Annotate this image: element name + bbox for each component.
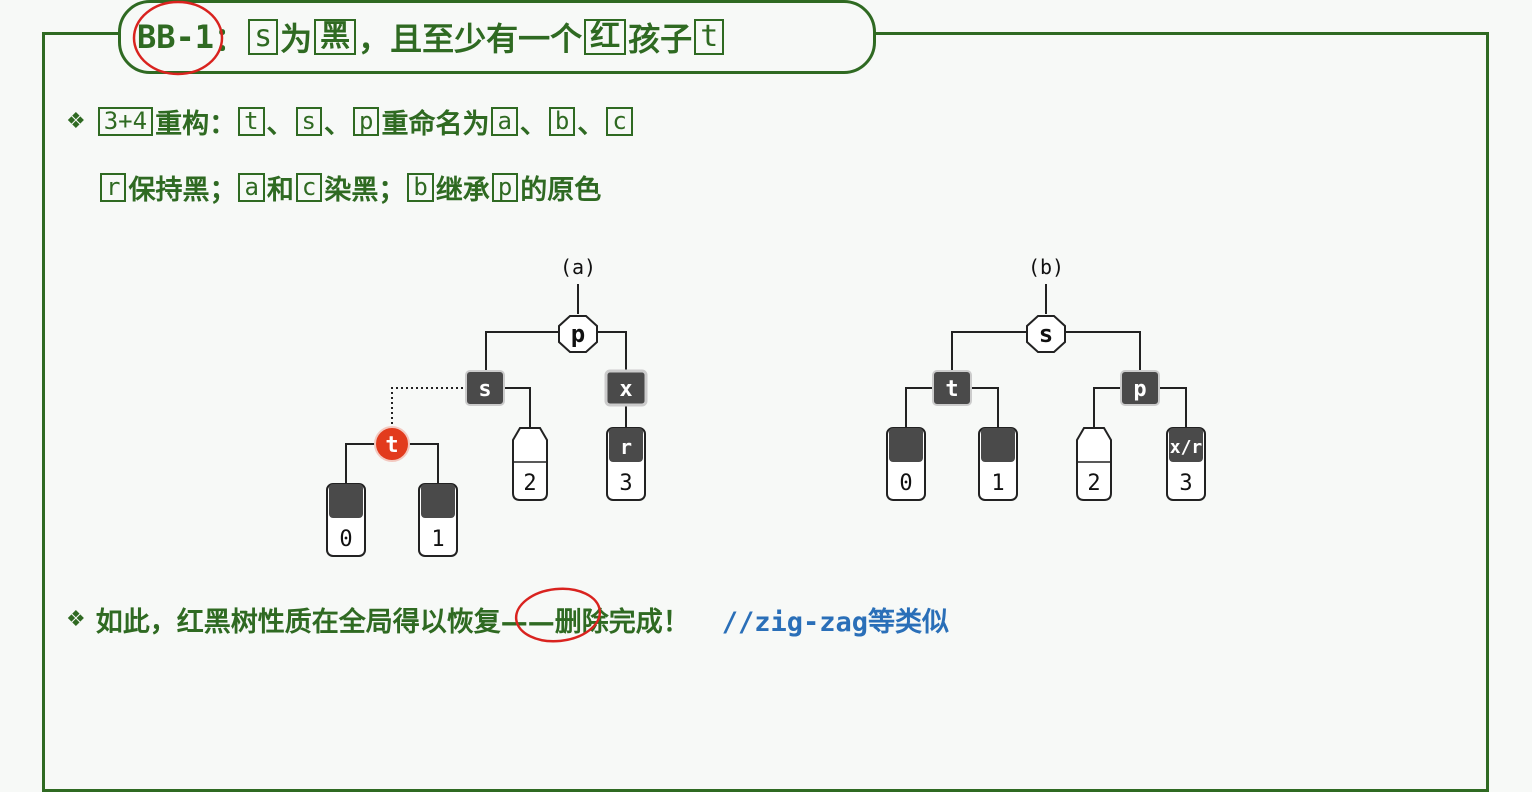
svg-text:s: s <box>478 377 491 402</box>
annotation-circle-bb1 <box>132 0 224 76</box>
box-p: p <box>353 106 380 137</box>
node-x: x <box>604 369 648 407</box>
text-dye-black: 染黑； <box>324 175 406 206</box>
node-t-red: t <box>374 426 410 462</box>
title-wei: 为 <box>280 20 313 58</box>
text-inherit: 继承 <box>435 175 490 206</box>
box-s: s <box>295 106 322 137</box>
sep: 、 <box>266 109 294 140</box>
title-s-box: s <box>248 19 279 55</box>
node-p: p <box>558 315 598 353</box>
node-p-black: p <box>1120 370 1160 406</box>
box-t: t <box>238 106 265 137</box>
svg-text:r: r <box>620 435 632 459</box>
svg-text:0: 0 <box>339 527 352 552</box>
text-and: 和 <box>266 175 294 206</box>
svg-text:x/r: x/r <box>1170 437 1203 458</box>
box-a: a <box>491 106 518 137</box>
diamond-bullet-icon: ❖ <box>66 607 86 632</box>
title-child: 孩子 <box>628 20 693 58</box>
conclusion-text: 如此，红黑树性质在全局得以恢复——删除完成！ <box>95 607 690 638</box>
comment-chinese: 等类似 <box>868 607 950 638</box>
bullet-line-3: ❖ 如此，红黑树性质在全局得以恢复——删除完成！ //zig-zag等类似 <box>66 600 949 639</box>
title-hong-box: 红 <box>584 19 627 55</box>
node-t-black: t <box>932 370 972 406</box>
bullet-line-2: r 保持黑； a 和 c 染黑； b 继承 p 的原色 <box>98 168 601 207</box>
text-keep-black: 保持黑； <box>128 175 237 206</box>
sep: 、 <box>577 109 605 140</box>
svg-text:3: 3 <box>1179 471 1192 496</box>
box-c: c <box>295 172 323 203</box>
label-b: (b) <box>1028 255 1064 279</box>
subtree-b-0: 0 <box>886 427 926 501</box>
subtree-3-r: r 3 <box>606 427 646 501</box>
subtree-1: 1 <box>418 483 458 557</box>
svg-text:2: 2 <box>523 471 536 496</box>
svg-text:3: 3 <box>619 471 632 496</box>
box-b: b <box>407 172 434 203</box>
label-a: (a) <box>560 255 596 279</box>
subtree-b-2: 2 <box>1076 427 1112 501</box>
box-c: c <box>606 106 633 137</box>
annotation-circle-recover <box>514 587 602 643</box>
subtree-b-1: 1 <box>978 427 1018 501</box>
box-3plus4: 3+4 <box>97 106 154 137</box>
text-chonggou: 重构： <box>155 109 237 140</box>
svg-text:1: 1 <box>431 527 444 552</box>
node-s: s <box>465 370 505 406</box>
diamond-bullet-icon: ❖ <box>66 109 86 134</box>
box-p: p <box>491 172 519 203</box>
bullet-line-1: ❖ 3+4 重构： t 、 s 、 p 重命名为 a 、 b 、 c <box>66 102 635 141</box>
box-a: a <box>238 172 265 203</box>
svg-text:2: 2 <box>1087 471 1100 496</box>
svg-text:t: t <box>385 433 398 458</box>
title-mid: ，且至少有一个 <box>358 20 583 58</box>
box-b: b <box>548 106 576 137</box>
svg-text:t: t <box>945 377 958 402</box>
svg-text:1: 1 <box>991 471 1004 496</box>
slide-title: BB-1 ： s 为 黑 ，且至少有一个 红 孩子 t <box>118 0 876 74</box>
title-hei-box: 黑 <box>314 19 357 55</box>
node-s-root: s <box>1026 315 1066 353</box>
subtree-2: 2 <box>512 427 548 501</box>
comment-code: //zig-zag <box>721 607 869 638</box>
svg-text:p: p <box>1133 377 1146 402</box>
svg-text:s: s <box>1039 320 1053 348</box>
svg-text:0: 0 <box>899 471 912 496</box>
case-code: BB-1 <box>137 18 215 56</box>
subtree-0: 0 <box>326 483 366 557</box>
sep: 、 <box>519 109 547 140</box>
text-rename: 重命名为 <box>381 109 490 140</box>
sep: 、 <box>324 109 351 140</box>
svg-text:x: x <box>619 377 632 402</box>
svg-text:p: p <box>571 320 585 348</box>
box-r: r <box>100 172 127 203</box>
text-orig-color: 的原色 <box>520 175 602 206</box>
title-t-box: t <box>694 19 725 55</box>
tree-diagram: (a) (b) p s x t 0 1 2 r 3 s <box>326 255 1206 557</box>
subtree-b-3-xr: x/r 3 <box>1166 427 1206 501</box>
comment-text: //zig-zag等类似 <box>722 600 949 639</box>
